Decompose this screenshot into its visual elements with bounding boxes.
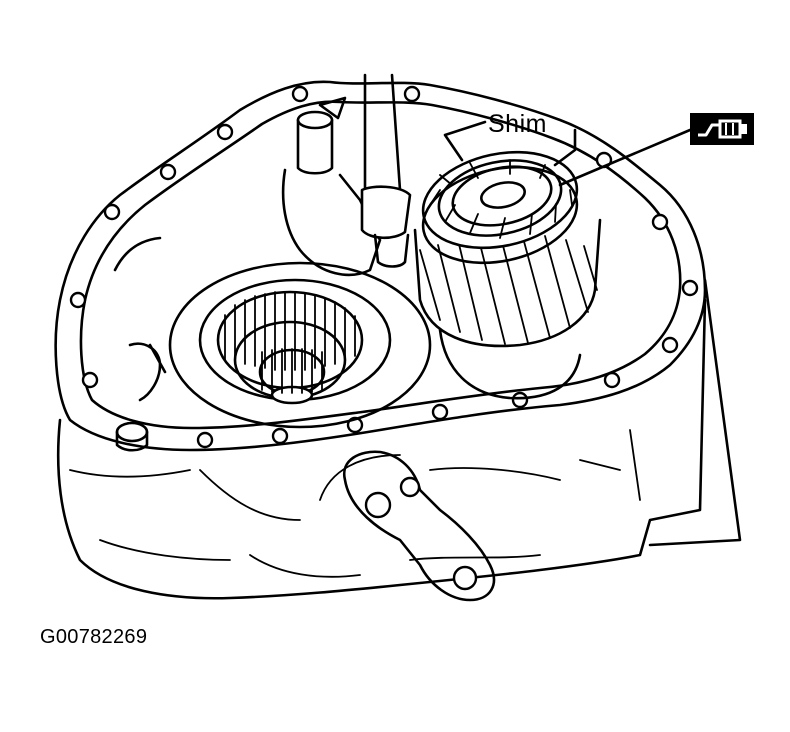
shift-rod — [363, 73, 402, 192]
shim-leader-left — [443, 120, 487, 162]
icon-leader — [558, 128, 692, 187]
bracket-hole-upper — [364, 491, 392, 519]
housing-flange-inner — [79, 100, 682, 430]
left-side-details — [113, 236, 167, 402]
right-edge-line — [648, 278, 742, 547]
shim-bearing — [421, 150, 579, 265]
bolt-holes — [69, 85, 699, 449]
case-body-ribs — [69, 429, 641, 578]
bearing-bore — [168, 261, 432, 429]
case-body-lower — [56, 298, 707, 600]
tool-measure-icon-glyph — [698, 119, 747, 139]
pin-boss — [281, 168, 382, 277]
bracket-hole-lower — [452, 565, 478, 591]
helical-gear — [413, 218, 602, 400]
figure-id-label: G00782269 — [40, 626, 148, 648]
rod-collar — [360, 185, 412, 240]
bracket-stud — [399, 476, 421, 498]
tool-measure-icon — [690, 113, 754, 145]
shim-leader-right — [553, 128, 577, 167]
shim-label: Shim — [488, 110, 547, 138]
housing-flange-outer — [54, 80, 707, 452]
shift-pin — [296, 118, 334, 175]
lower-bracket — [342, 450, 496, 602]
arrow-marker — [318, 96, 347, 120]
dowel-pin — [115, 421, 149, 443]
